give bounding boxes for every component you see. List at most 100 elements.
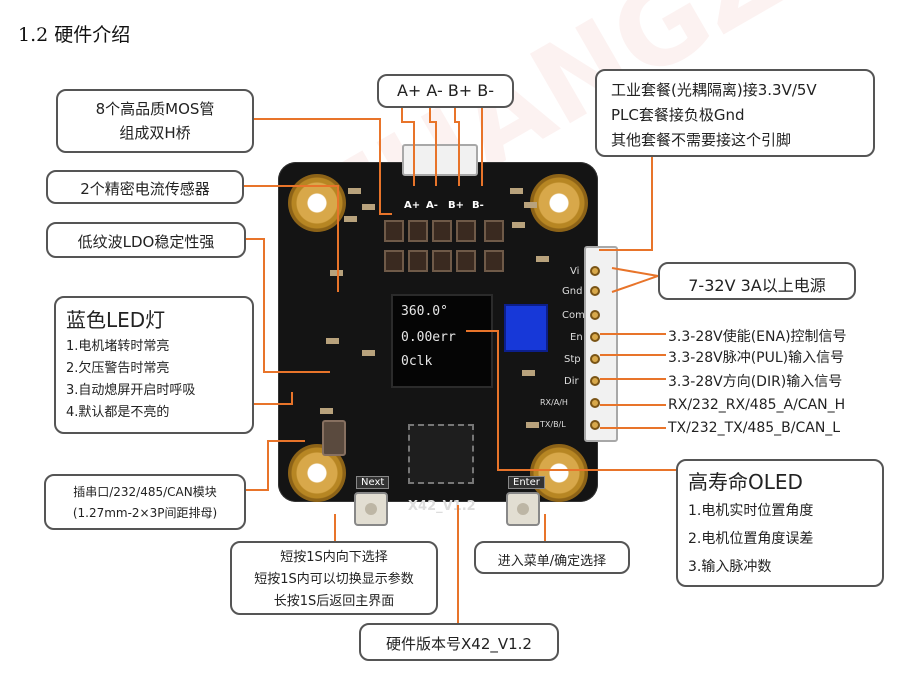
pin-pad: [590, 266, 600, 276]
mos-transistor: [484, 250, 504, 272]
pin-label-dir: Dir: [564, 376, 579, 387]
smd-component: [344, 216, 357, 222]
mos-transistor: [408, 250, 428, 272]
board-version-text: X42_V1.2: [408, 499, 476, 514]
mos-transistor: [456, 250, 476, 272]
smd-component: [348, 188, 361, 194]
mcu-chip: [408, 424, 474, 484]
enter-text: 进入菜单/确定选择: [497, 554, 607, 569]
pin-pad: [590, 420, 600, 430]
version-callout: 硬件版本号X42_V1.2: [359, 623, 559, 661]
industrial-text-line-1: 工业套餐(光耦隔离)接3.3V/5V: [611, 81, 817, 99]
ena-signal-label: 3.3-28V使能(ENA)控制信号: [668, 329, 847, 345]
pin-label-a-minus: A-: [426, 200, 438, 211]
oled-item-2: 2.电机位置角度误差: [688, 531, 814, 547]
serial-text-line-2: (1.27mm-2×3P间距排母): [72, 506, 218, 520]
industrial-text-line-2: PLC套餐接负极Gnd: [611, 106, 745, 124]
mos-callout: 8个高品质MOS管 组成双H桥: [56, 89, 254, 153]
oled-pulse-value: 0clk: [401, 354, 433, 369]
smd-component: [362, 350, 375, 356]
mos-transistor: [456, 220, 476, 242]
smd-component: [510, 188, 523, 194]
pin-label-stp: Stp: [564, 354, 581, 365]
enter-callout: 进入菜单/确定选择: [474, 541, 630, 574]
pin-pad: [590, 354, 600, 364]
mos-text-line-2: 组成双H桥: [119, 124, 191, 142]
oled-error-value: 0.00err: [401, 330, 456, 345]
smd-component: [320, 408, 333, 414]
pin-label-a-plus: A+: [404, 200, 421, 211]
led-item-2: 2.欠压警告时常亮: [66, 361, 170, 376]
pin-label-vi: Vi: [570, 266, 580, 277]
signal-connector: [584, 246, 618, 442]
serial-header: [322, 420, 346, 456]
smd-component: [526, 422, 539, 428]
oled-title: 高寿命OLED: [688, 470, 803, 494]
smd-component: [330, 270, 343, 276]
serial-callout: 插串口/232/485/CAN模块 (1.27mm-2×3P间距排母): [44, 474, 246, 530]
oled-display: 360.0° 0.00err 0clk: [391, 294, 493, 388]
pin-label-b-minus: B-: [472, 200, 484, 211]
led-callout: 蓝色LED灯 1.电机堵转时常亮 2.欠压警告时常亮 3.自动熄屏开启时呼吸 4…: [54, 296, 254, 434]
oled-callout: 高寿命OLED 1.电机实时位置角度 2.电机位置角度误差 3.输入脉冲数: [676, 459, 884, 587]
next-button-label: Next: [356, 476, 390, 489]
pin-label-en: En: [570, 332, 583, 343]
led-item-3: 3.自动熄屏开启时呼吸: [66, 383, 196, 398]
led-item-4: 4.默认都是不亮的: [66, 405, 170, 420]
current-sensor-callout: 2个精密电流传感器: [46, 170, 244, 204]
tx-signal-label: TX/232_TX/485_B/CAN_L: [668, 420, 841, 436]
next-button[interactable]: [354, 492, 388, 526]
next-text-line-1: 短按1S内向下选择: [280, 550, 388, 565]
mos-transistor: [408, 220, 428, 242]
industrial-callout: 工业套餐(光耦隔离)接3.3V/5V PLC套餐接负极Gnd 其他套餐不需要接这…: [595, 69, 875, 157]
smd-component: [326, 338, 339, 344]
smd-component: [536, 256, 549, 262]
phase-pins-text: A+ A- B+ B-: [396, 81, 495, 100]
pin-label-gnd: Gnd: [562, 286, 583, 297]
smd-component: [524, 202, 537, 208]
oled-item-3: 3.输入脉冲数: [688, 559, 772, 575]
mos-text-line-1: 8个高品质MOS管: [95, 100, 215, 118]
smd-component: [522, 370, 535, 376]
mos-transistor: [432, 220, 452, 242]
led-item-1: 1.电机堵转时常亮: [66, 339, 170, 354]
pin-pad: [590, 376, 600, 386]
mos-transistor: [484, 220, 504, 242]
serial-text-line-1: 插串口/232/485/CAN模块: [73, 485, 217, 499]
enter-button[interactable]: [506, 492, 540, 526]
dir-signal-label: 3.3-28V方向(DIR)输入信号: [668, 374, 843, 390]
ldo-text: 低纹波LDO稳定性强: [77, 233, 215, 251]
led-title: 蓝色LED灯: [66, 308, 166, 332]
pin-pad: [590, 310, 600, 320]
industrial-text-line-3: 其他套餐不需要接这个引脚: [611, 131, 792, 149]
oled-angle-value: 360.0°: [401, 304, 448, 319]
section-title: 1.2 硬件介绍: [18, 24, 131, 46]
oled-item-1: 1.电机实时位置角度: [688, 503, 814, 519]
pin-pad: [590, 332, 600, 342]
pin-label-com: Com: [562, 310, 585, 321]
pin-pad: [590, 398, 600, 408]
power-text: 7-32V 3A以上电源: [688, 276, 826, 295]
pin-label-tx: TX/B/L: [540, 420, 566, 429]
pul-signal-label: 3.3-28V脉冲(PUL)输入信号: [668, 350, 845, 366]
pin-pad: [590, 286, 600, 296]
next-text-line-2: 短按1S内可以切换显示参数: [254, 572, 414, 587]
next-callout: 短按1S内向下选择 短按1S内可以切换显示参数 长按1S后返回主界面: [230, 541, 438, 615]
mos-transistor: [432, 250, 452, 272]
phase-pins-callout: A+ A- B+ B-: [377, 74, 514, 108]
phase-connector: [402, 144, 478, 176]
enter-button-label: Enter: [508, 476, 545, 489]
blue-trimmer: [504, 304, 548, 352]
next-text-line-3: 长按1S后返回主界面: [273, 594, 395, 609]
smd-component: [362, 204, 375, 210]
smd-component: [512, 222, 525, 228]
pin-label-rx: RX/A/H: [540, 398, 568, 407]
mounting-hole-top-left: [288, 174, 346, 232]
mos-transistor: [384, 220, 404, 242]
power-leader: [611, 267, 662, 293]
ldo-callout: 低纹波LDO稳定性强: [46, 222, 246, 258]
rx-signal-label: RX/232_RX/485_A/CAN_H: [668, 397, 846, 413]
mounting-hole-top-right: [530, 174, 588, 232]
version-text: 硬件版本号X42_V1.2: [386, 635, 532, 653]
mos-transistor: [384, 250, 404, 272]
